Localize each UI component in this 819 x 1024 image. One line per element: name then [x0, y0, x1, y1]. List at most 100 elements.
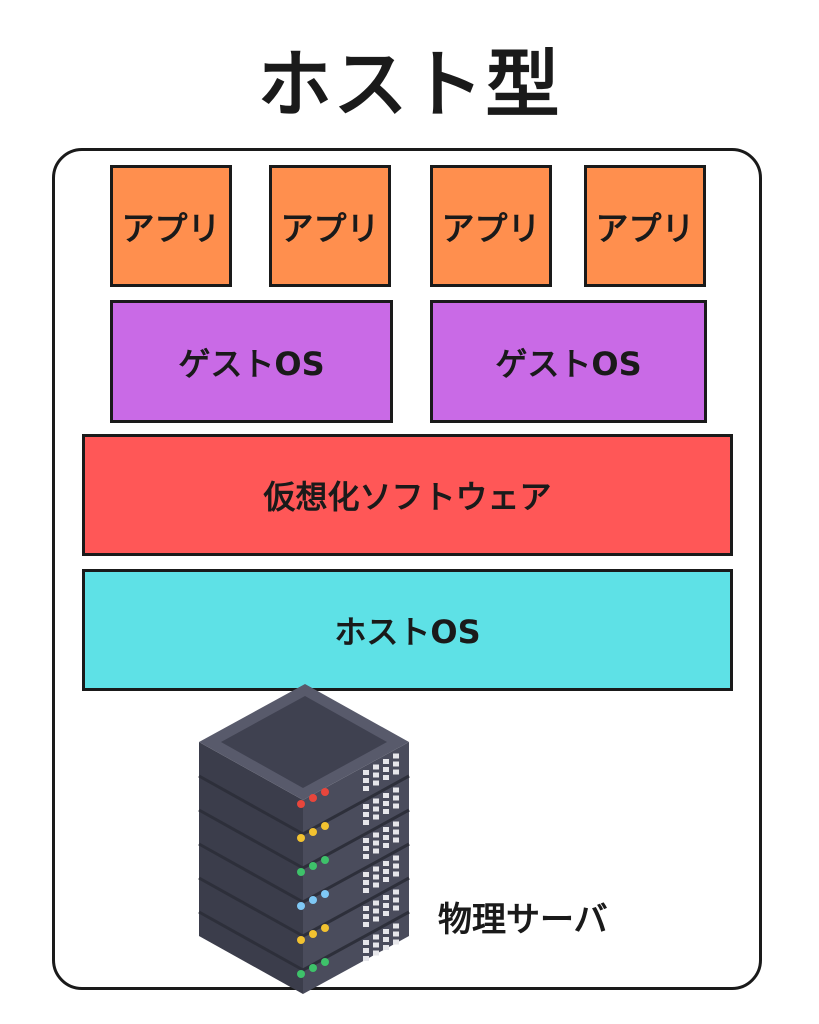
server-led [309, 828, 317, 836]
server-vent-slot [373, 900, 379, 906]
server-vent-slot [393, 855, 399, 861]
server-vent-slot [363, 888, 369, 893]
server-led [321, 958, 329, 966]
server-vent-slot [393, 931, 399, 937]
app-box-1: アプリ [110, 165, 232, 287]
physical-server-label: 物理サーバ [438, 900, 608, 940]
server-led [321, 822, 329, 830]
server-vent-slot [383, 877, 389, 882]
server-rack-icon [198, 684, 410, 994]
server-vent-slot [373, 814, 379, 820]
app-label: アプリ [441, 209, 541, 248]
server-vent-slot [393, 787, 399, 793]
server-vent-slot [373, 764, 379, 770]
server-vent-slot [373, 882, 379, 888]
server-vent-slot [383, 843, 389, 848]
server-vent-slot [393, 821, 399, 827]
server-vent-slot [363, 786, 369, 791]
server-led [297, 970, 305, 978]
server-vent-slot [393, 897, 399, 903]
server-vent-slot [373, 916, 379, 922]
app-box-4: アプリ [584, 165, 706, 287]
server-vent-slot [383, 767, 389, 772]
server-vent-slot [373, 908, 379, 914]
server-vent-slot [383, 911, 389, 916]
server-vent-slot [383, 937, 389, 942]
server-vent-slot [393, 753, 399, 759]
server-vent-slot [393, 803, 399, 809]
server-vent-slot [363, 820, 369, 825]
server-led [297, 800, 305, 808]
server-led [321, 924, 329, 932]
server-vent-slot [363, 778, 369, 783]
server-side-left [199, 742, 303, 994]
guest-os-label: ゲストOS [178, 344, 325, 383]
server-vent-slot [383, 945, 389, 950]
server-vent-slot [363, 914, 369, 919]
app-label: アプリ [121, 209, 221, 248]
app-box-3: アプリ [430, 165, 552, 287]
server-vent-slot [393, 761, 399, 767]
server-vent-slot [373, 874, 379, 880]
server-led [309, 794, 317, 802]
server-vent-slot [393, 905, 399, 911]
server-vent-slot [383, 869, 389, 874]
server-vent-slot [363, 812, 369, 817]
server-vent-slot [363, 880, 369, 885]
server-led [309, 862, 317, 870]
guest-os-label: ゲストOS [495, 344, 642, 383]
server-vent-slot [393, 871, 399, 877]
host-os-label: ホストOS [334, 613, 481, 651]
server-vent-slot [393, 923, 399, 929]
server-vent-slot [363, 948, 369, 953]
server-led [321, 856, 329, 864]
server-side-right [303, 742, 409, 994]
server-led [321, 890, 329, 898]
server-vent-slot [383, 929, 389, 934]
server-vent-slot [383, 809, 389, 814]
server-vent-slot [373, 942, 379, 948]
server-top-inset [221, 696, 387, 788]
server-vent-slot [363, 940, 369, 945]
virtualization-software-box: 仮想化ソフトウェア [82, 434, 733, 556]
server-vent-slot [373, 950, 379, 956]
server-led [309, 964, 317, 972]
server-vent-slot [383, 793, 389, 798]
server-vent-slot [383, 835, 389, 840]
server-led [321, 788, 329, 796]
server-vent-slot [373, 848, 379, 854]
host-os-box: ホストOS [82, 569, 733, 691]
server-vent-slot [393, 769, 399, 775]
server-vent-slot [393, 837, 399, 843]
app-label: アプリ [280, 209, 380, 248]
server-vent-slot [373, 840, 379, 846]
server-vent-slot [363, 906, 369, 911]
app-box-2: アプリ [269, 165, 391, 287]
server-vent-slot [363, 956, 369, 961]
virtualization-software-label: 仮想化ソフトウェア [263, 478, 552, 516]
server-vent-slot [393, 829, 399, 835]
server-led [297, 936, 305, 944]
server-vent-slot [393, 939, 399, 945]
server-vent-slot [373, 780, 379, 786]
server-vent-slot [373, 772, 379, 778]
server-vent-slot [363, 770, 369, 775]
server-vent-slot [363, 804, 369, 809]
server-unit-lines [198, 774, 410, 972]
app-label: アプリ [595, 209, 695, 248]
server-led [297, 902, 305, 910]
server-vent-slot [393, 889, 399, 895]
server-vent-slot [363, 922, 369, 927]
server-vent-slot [373, 806, 379, 812]
server-vent-slot [373, 934, 379, 940]
server-vent-slot [363, 854, 369, 859]
server-led [297, 868, 305, 876]
server-vent-slot [383, 759, 389, 764]
server-vent-slot [383, 861, 389, 866]
server-vents [363, 753, 399, 961]
server-vent-slot [373, 866, 379, 872]
server-vent-slot [383, 801, 389, 806]
server-vent-slot [383, 775, 389, 780]
server-leds [297, 788, 329, 978]
server-led [309, 930, 317, 938]
